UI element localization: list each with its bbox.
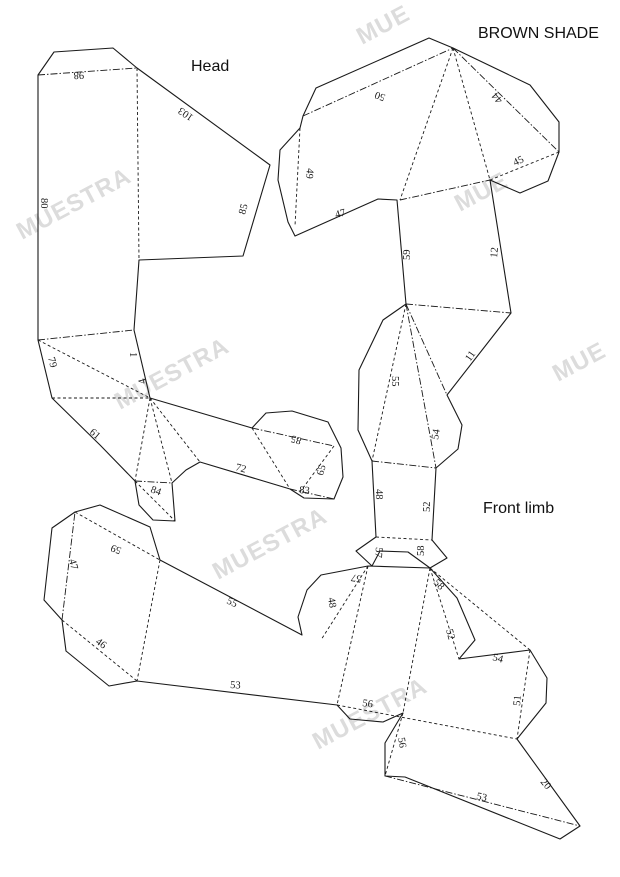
fold-number: 47 (334, 208, 347, 221)
watermark: MUESTRA (12, 162, 136, 245)
fold-number: 54 (491, 652, 505, 666)
title-brown-shade: BROWN SHADE (478, 25, 599, 42)
fold-number: 59 (402, 250, 413, 261)
fold-number: 53 (475, 791, 488, 804)
fold-number: 56 (395, 737, 408, 749)
fold-number: 56 (362, 698, 374, 710)
fold-number: 54 (430, 428, 443, 441)
fold-number: 65 (315, 464, 328, 477)
fold-number: 98 (73, 69, 84, 80)
fold-number: 48 (373, 489, 384, 500)
title-head: Head (191, 58, 229, 75)
fold-number: 55 (225, 596, 239, 610)
fold-number: 79 (45, 356, 58, 369)
front-limb-piece (43, 504, 581, 840)
fold-number: 51 (512, 695, 524, 706)
fold-number: 20 (538, 777, 553, 792)
fold-number: 49 (303, 168, 315, 179)
fold-number: 85 (237, 203, 250, 216)
fold-number: 84 (149, 484, 163, 498)
fold-number: 57 (350, 571, 362, 584)
fold-number: 52 (443, 628, 456, 641)
fold-number: 4 (137, 376, 149, 385)
head-outline (37, 47, 344, 522)
fold-number: 45 (512, 154, 526, 168)
brown-shade-fold-numbers: 50 44 45 49 47 59 12 11 55 54 48 52 (303, 89, 526, 512)
front-limb-fold-numbers: 59 47 46 55 53 57 48 58 58 57 52 54 51 5… (66, 542, 553, 805)
fold-number: 1 (127, 352, 138, 357)
fold-number: 83 (299, 485, 310, 497)
fold-number: 46 (93, 636, 108, 651)
watermark-partial: MUE (450, 167, 512, 217)
fold-number: 103 (177, 105, 196, 123)
head-fold-numbers: 98 103 85 80 1 79 4 61 84 72 85 65 83 (38, 69, 329, 499)
title-front-limb: Front limb (483, 500, 554, 517)
fold-number: 58 (416, 546, 427, 557)
brown-shade-piece (277, 37, 560, 569)
fold-number: 72 (234, 462, 247, 475)
watermark: MUESTRA (110, 332, 234, 415)
fold-number: 80 (38, 198, 49, 209)
fold-number: 48 (325, 597, 338, 609)
watermark-partial: MUE (352, 0, 414, 50)
fold-number: 47 (66, 558, 79, 571)
fold-number: 44 (490, 89, 506, 105)
fold-number: 50 (373, 89, 387, 103)
head-piece (37, 47, 344, 522)
fold-number: 11 (463, 349, 478, 364)
fold-number: 85 (290, 432, 303, 445)
watermark: MUESTRA (208, 502, 332, 585)
brown-shade-outline (277, 37, 560, 569)
front-limb-outline (43, 504, 581, 840)
fold-number: 53 (230, 680, 241, 692)
watermark-partial: MUE (548, 337, 610, 387)
fold-number: 12 (489, 247, 501, 258)
fold-number: 61 (87, 427, 102, 442)
fold-number: 55 (389, 376, 400, 387)
fold-number: 52 (422, 502, 433, 513)
fold-number: 59 (109, 542, 123, 556)
watermark: MUESTRA (308, 672, 432, 755)
fold-number: 57 (372, 547, 384, 558)
